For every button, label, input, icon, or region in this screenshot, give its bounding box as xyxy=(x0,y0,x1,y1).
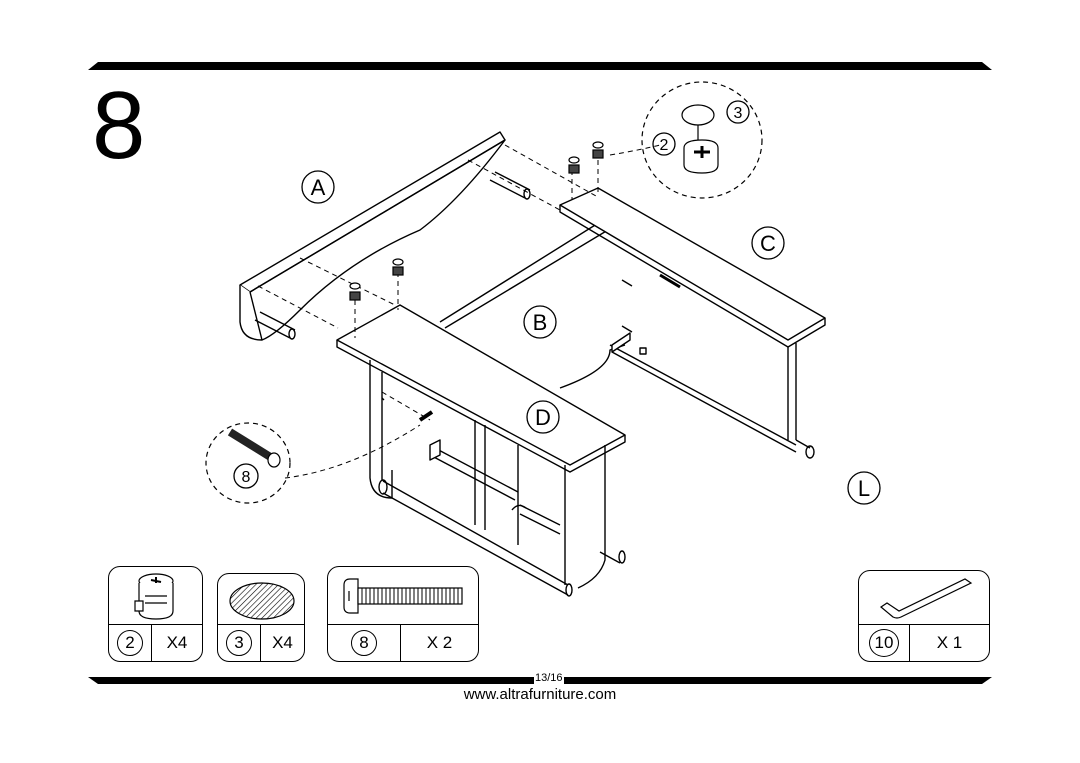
part-label-b: B xyxy=(533,310,548,335)
hardware-quantity-10: X 1 xyxy=(936,633,963,652)
hardware-number-8: 8 xyxy=(351,630,377,656)
hardware-number-10: 10 xyxy=(869,629,899,657)
part-label-d: D xyxy=(535,405,551,430)
step-number: 8 xyxy=(92,72,146,179)
callout-cam-cover: 3 xyxy=(734,105,743,122)
hardware-quantity-2: X4 xyxy=(166,633,188,652)
part-label-a: A xyxy=(311,175,326,200)
part-label-c: C xyxy=(760,231,776,256)
header-bar xyxy=(88,62,992,70)
hardware-box-cam-cover: 3 X4 xyxy=(217,573,305,662)
hardware-box-cam-lock: 2 X4 xyxy=(108,566,203,662)
hardware-box-bolt: 8 X 2 xyxy=(327,566,479,662)
hardware-box-allen-key: 10 X 1 xyxy=(858,570,990,662)
callout-cam-lock: 2 xyxy=(660,137,669,154)
cam-lock-icon xyxy=(134,573,174,620)
hardware-number-3: 3 xyxy=(226,630,252,656)
hardware-quantity-8: X 2 xyxy=(426,633,453,652)
callout-bolt: 8 xyxy=(242,469,251,486)
hardware-number-2: 2 xyxy=(117,630,143,656)
page-number: 13/16 xyxy=(534,672,564,684)
part-label-l: L xyxy=(858,476,870,501)
hardware-quantity-3: X4 xyxy=(272,633,293,652)
bolt-icon xyxy=(343,578,463,614)
allen-key-icon xyxy=(879,578,973,619)
cam-cover-icon xyxy=(229,582,295,620)
website-url[interactable]: www.altrafurniture.com xyxy=(463,686,617,703)
